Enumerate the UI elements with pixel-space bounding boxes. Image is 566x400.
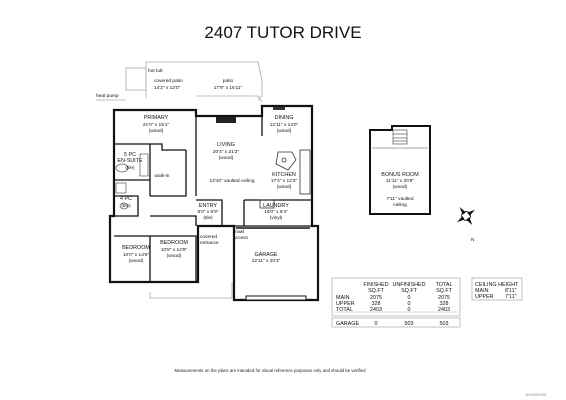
laundry-label: LAUNDRY xyxy=(263,203,289,209)
area-cell: 0 xyxy=(408,301,411,307)
entry-label: ENTRY xyxy=(199,203,218,209)
covered-entrance-label-1: covered xyxy=(200,234,217,240)
ensuite-label-2: EN-SUITE xyxy=(117,158,143,164)
living-dim: 20'4" x 21'2" xyxy=(213,149,240,155)
primary-label: PRIMARY xyxy=(144,115,169,121)
garage-cell: 503 xyxy=(440,321,449,327)
primary-dim: 21'0" x 15'1" xyxy=(143,122,170,128)
patio-outline xyxy=(96,61,263,299)
patio-label: patio xyxy=(223,78,234,84)
vaulted-ceiling-label: 13'10" vaulted ceiling xyxy=(209,178,254,184)
living-floor: (wood) xyxy=(219,155,234,161)
area-cell: 328 xyxy=(372,301,381,307)
area-subheader-unfinished: SQ.FT xyxy=(401,288,418,294)
area-row-label: MAIN xyxy=(336,295,350,301)
garage-door xyxy=(245,295,307,301)
area-cell: 2403 xyxy=(438,307,450,313)
primary-floor: (wood) xyxy=(149,128,164,134)
main-floor-walls xyxy=(108,104,320,302)
covered-patio-label: covered patio xyxy=(154,78,183,84)
crawl-label-2: access xyxy=(233,236,249,241)
kitchen-fixtures xyxy=(259,149,311,209)
garage-cell: 0 xyxy=(375,321,378,327)
area-cell: 0 xyxy=(408,307,411,313)
corner-mark: MLS#951238 xyxy=(526,393,546,397)
area-row-label: UPPER xyxy=(336,301,355,307)
ceiling-row-label: MAIN xyxy=(475,288,489,294)
ensuite-label-1: 5 PC xyxy=(124,152,136,158)
bonus-dim: 11'11" x 20'8" xyxy=(386,178,415,184)
bedroom2-floor: (wood) xyxy=(167,253,182,259)
heat-pump-label: heat pump xyxy=(96,93,119,99)
bath4-floor: (tile) xyxy=(121,203,131,209)
area-table: FINISHED UNFINISHED TOTAL SQ.FT SQ.FT SQ… xyxy=(331,277,461,328)
ceiling-header: CEILING HEIGHT xyxy=(475,282,519,288)
dining-dim: 12'11" x 14'0" xyxy=(270,122,299,128)
area-cell: 2075 xyxy=(438,295,450,301)
area-row-label: TOTAL xyxy=(336,307,353,313)
area-cell: 328 xyxy=(440,301,449,307)
area-header-unfinished: UNFINISHED xyxy=(393,282,426,288)
ceiling-row-label: UPPER xyxy=(475,294,494,300)
ensuite-floor: (tile) xyxy=(125,165,135,171)
garage-label: GARAGE xyxy=(254,252,277,258)
bedroom2-dim: 10'8" x 12'8" xyxy=(161,247,188,253)
walkin-label: walk-in xyxy=(155,173,170,179)
bath4-label: 4 PC xyxy=(120,196,132,202)
area-header-finished: FINISHED xyxy=(363,282,388,288)
laundry-floor: (vinyl) xyxy=(270,215,283,221)
bedroom1-dim: 10'0" x 14'6" xyxy=(123,252,150,258)
area-header-total: TOTAL xyxy=(436,282,453,288)
bonus-vault-2: ceiling xyxy=(393,202,407,208)
hot-tub-label: hot tub xyxy=(148,68,163,74)
compass-icon xyxy=(456,206,476,226)
patio-dim: 17'9" x 16'11" xyxy=(214,85,243,91)
area-cell: 0 xyxy=(408,295,411,301)
entry-floor: (tile) xyxy=(203,215,213,221)
area-cell: 2403 xyxy=(370,307,382,313)
kitchen-floor: (wood) xyxy=(277,184,292,190)
area-subheader-total: SQ.FT xyxy=(436,288,453,294)
upper-floor-walls xyxy=(369,125,431,215)
laundry-dim: 16'0" x 6'4" xyxy=(264,209,288,215)
bonus-floor: (wood) xyxy=(393,184,408,190)
crawl-label-1: crawl xyxy=(233,229,244,235)
dining-floor: (wood) xyxy=(277,128,292,134)
entry-dim: 8'0" x 6'9" xyxy=(198,209,219,215)
covered-entrance-label-2: entrance xyxy=(200,240,219,246)
living-label: LIVING xyxy=(217,142,235,148)
fireplace xyxy=(216,117,236,123)
bedroom1-floor: (wood) xyxy=(129,258,144,264)
bonus-vault-1: 7'11" vaulted xyxy=(386,196,413,202)
area-subheader-finished: SQ.FT xyxy=(368,288,385,294)
bedroom2-label: BEDROOM xyxy=(160,240,188,246)
covered-patio-dim: 14'2" x 12'0" xyxy=(154,85,181,91)
kitchen-label: KITCHEN xyxy=(272,172,296,178)
ceiling-row-value: 7'11" xyxy=(505,294,517,300)
upper-floor-stairs xyxy=(372,129,428,149)
bedroom1-label: BEDROOM xyxy=(122,245,150,251)
ceiling-table: CEILING HEIGHT MAIN 8'11" UPPER 7'11" xyxy=(471,277,523,301)
garage-cell: 503 xyxy=(405,321,414,327)
ceiling-row-value: 8'11" xyxy=(505,288,517,294)
page-title: 2407 TUTOR DRIVE xyxy=(204,23,361,42)
compass-label: N xyxy=(471,237,475,243)
garage-dim: 22'11" x 20'3" xyxy=(252,258,281,264)
bonus-label: BONUS ROOM xyxy=(381,172,419,178)
area-cell: 2075 xyxy=(370,295,382,301)
window-mark xyxy=(273,107,285,110)
footer-disclaimer: Measurements on the plans are intended f… xyxy=(174,368,366,373)
garage-row-label: GARAGE xyxy=(336,321,359,327)
main-floor-interior-walls xyxy=(114,116,312,282)
dining-label: DINING xyxy=(275,115,294,121)
kitchen-dim: 17'4" x 12'3" xyxy=(271,178,298,184)
bath-fixtures xyxy=(115,153,149,210)
